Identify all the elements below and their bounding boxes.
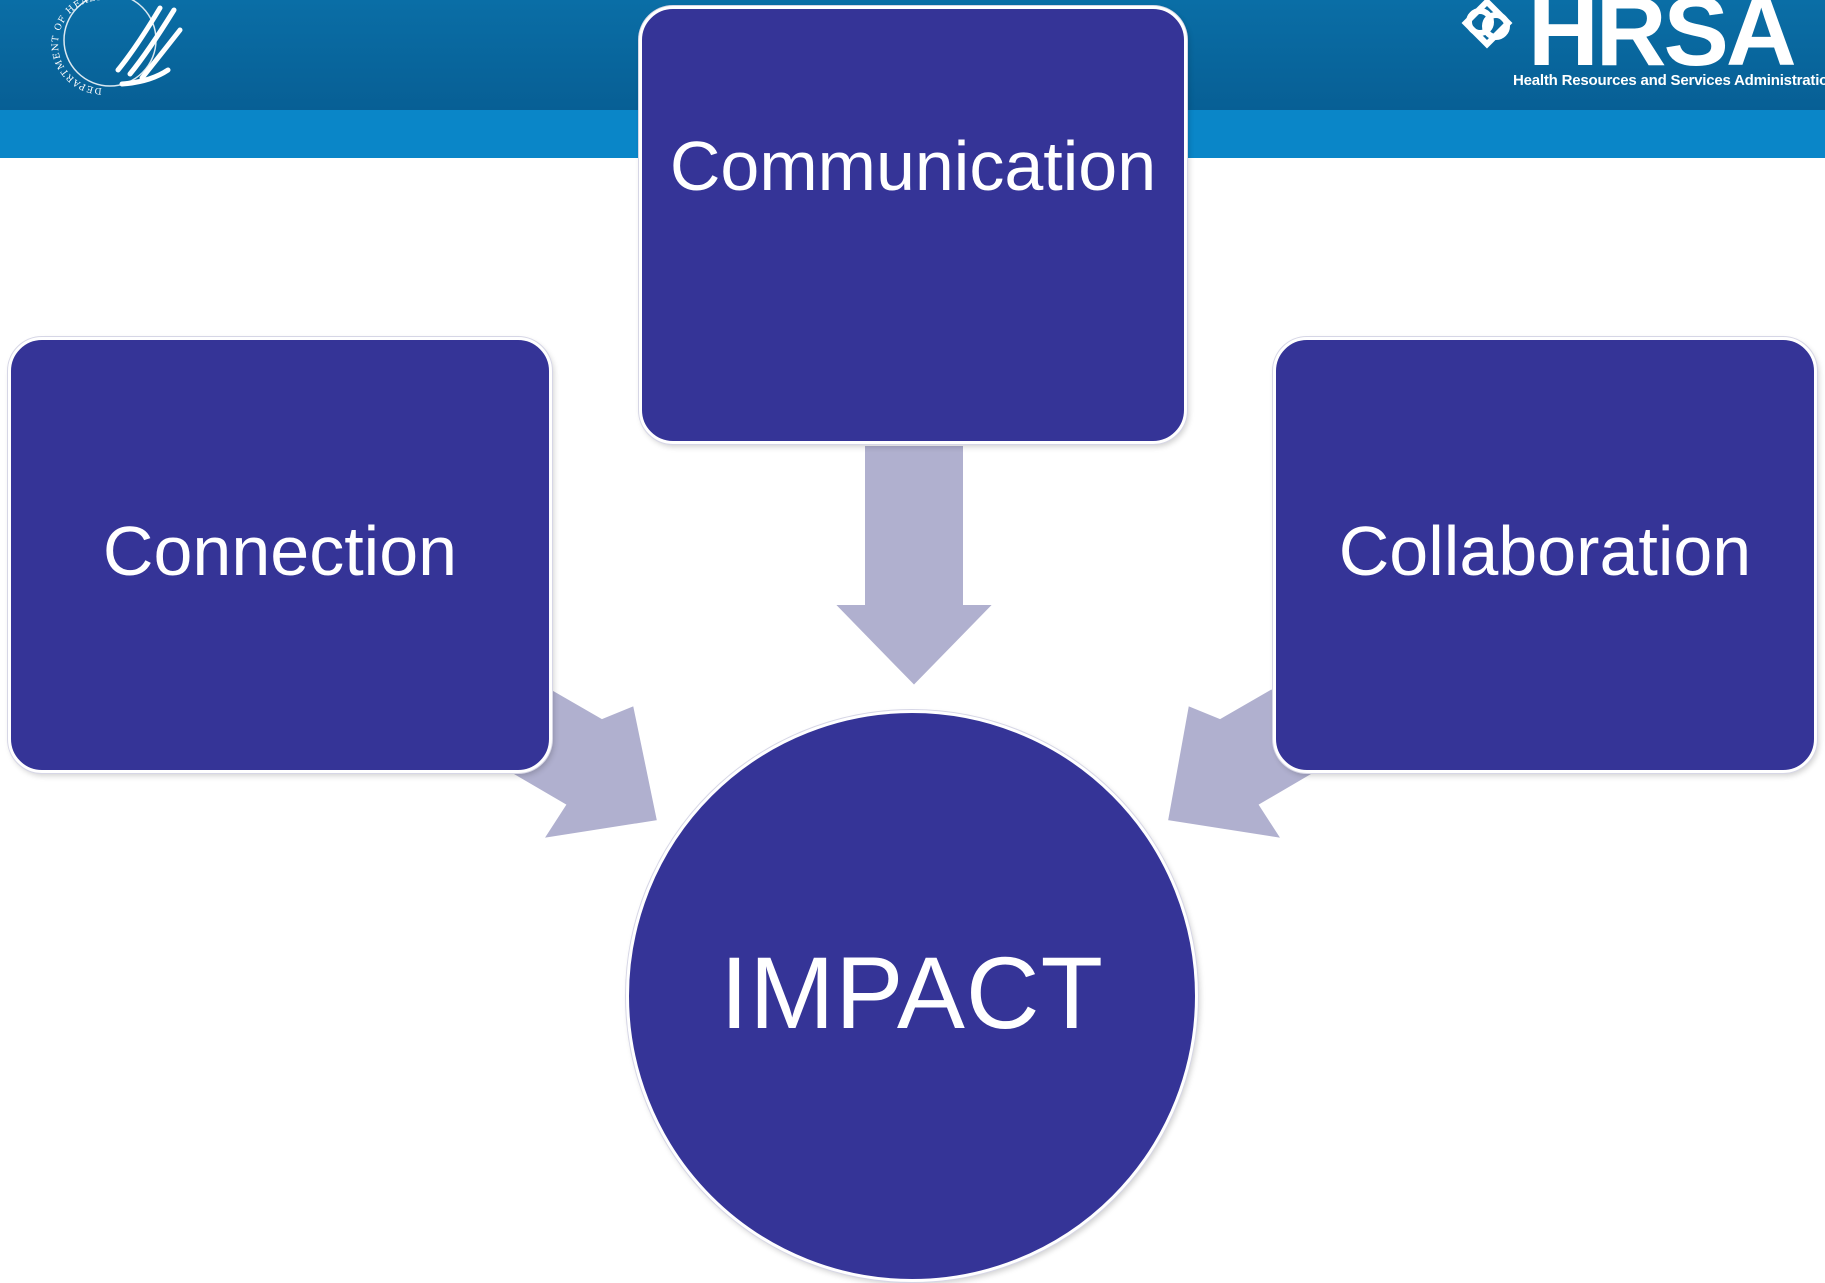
node-collaboration-label: Collaboration (1338, 512, 1752, 590)
node-impact-label: IMPACT (720, 935, 1104, 1050)
node-connection: Connection (8, 337, 552, 773)
node-collaboration: Collaboration (1273, 337, 1817, 773)
hrsa-logo: HRSA Health Resources and Services Admin… (1450, 0, 1825, 100)
hrsa-knot-icon (1461, 0, 1513, 49)
node-communication-label: Communication (669, 127, 1157, 205)
hhs-eagle-logo-icon: DEPARTMENT OF HEALTH (40, 0, 183, 95)
hrsa-wordmark: HRSA (1528, 0, 1797, 86)
node-communication: Communication (639, 6, 1187, 444)
arrow-communication-to-impact (831, 444, 997, 688)
node-connection-label: Connection (102, 512, 458, 590)
node-impact: IMPACT (626, 710, 1198, 1282)
hrsa-tagline: Health Resources and Services Administra… (1513, 72, 1825, 89)
